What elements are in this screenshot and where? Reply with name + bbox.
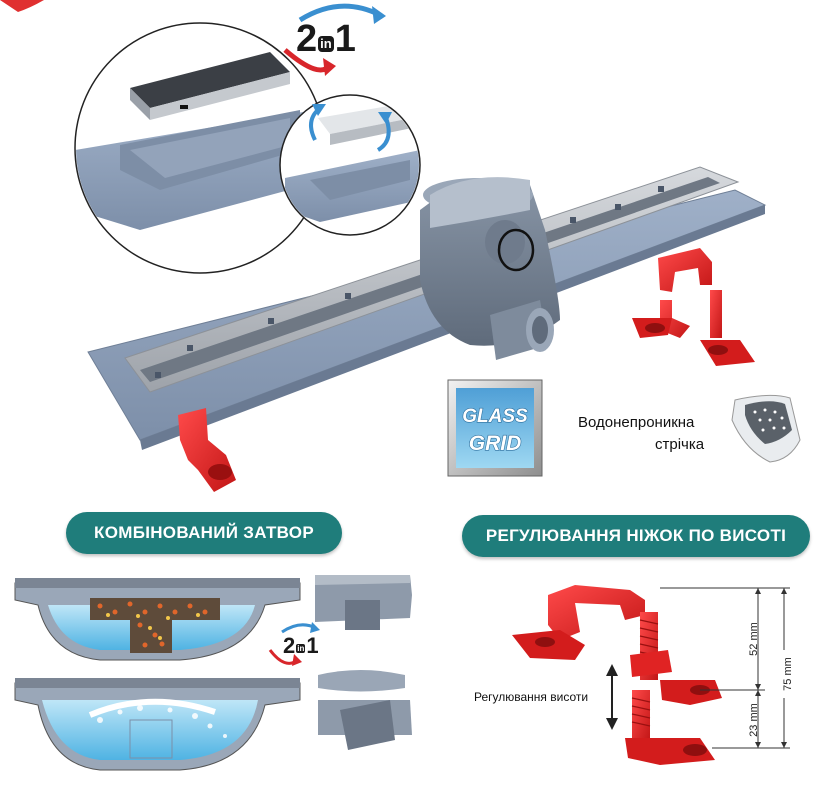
tape-label-line2: стрічка bbox=[655, 436, 705, 453]
zoom-circle-large bbox=[74, 22, 326, 274]
trap-side-view-open bbox=[318, 670, 412, 750]
two-in-one-badge bbox=[283, 3, 386, 76]
dimension-lines bbox=[660, 587, 790, 749]
section-combined-trap: КОМБІНОВАНИЙ ЗАТВОР bbox=[66, 512, 342, 554]
spare-leg-parts bbox=[632, 248, 755, 366]
adjustable-leg-diagram bbox=[512, 585, 722, 765]
corner-mark bbox=[0, 0, 44, 12]
zoom-circle-small bbox=[279, 94, 421, 236]
leg-support-left bbox=[178, 408, 236, 492]
dimension-52mm: 52 mm bbox=[748, 622, 760, 656]
badge-2in1-text: 2 in 1 bbox=[296, 18, 356, 58]
trap-cross-section-wet bbox=[14, 678, 301, 771]
waterproof-tape bbox=[731, 394, 801, 463]
badge-small-in: in bbox=[296, 644, 306, 653]
grid-word: GRID bbox=[469, 432, 522, 455]
badge-small-2: 2 bbox=[283, 633, 296, 658]
badge-2in1-text-small: 2 in 1 bbox=[283, 633, 319, 657]
glass-grid-logo bbox=[447, 379, 543, 477]
trap-cross-section-dry bbox=[14, 578, 301, 661]
badge-in: in bbox=[318, 36, 334, 52]
two-in-one-badge-small bbox=[268, 622, 320, 666]
badge-1: 1 bbox=[334, 18, 356, 60]
tape-label-line1: Водонепроникна bbox=[578, 414, 695, 431]
glass-word: GLASS bbox=[462, 406, 528, 427]
dimension-arrows bbox=[755, 588, 787, 748]
badge-small-1: 1 bbox=[306, 633, 319, 658]
dimension-23mm: 23 mm bbox=[748, 703, 760, 737]
section-leg-height: РЕГУЛЮВАННЯ НІЖОК ПО ВИСОТІ bbox=[462, 515, 810, 557]
trap-side-view-closed bbox=[315, 575, 412, 630]
badge-2: 2 bbox=[296, 18, 318, 60]
height-adjust-label: Регулювання висоти bbox=[474, 690, 589, 704]
dimension-75mm: 75 mm bbox=[782, 650, 794, 698]
glass-grid-text: GLASS GRID bbox=[462, 405, 529, 455]
linear-drain bbox=[87, 166, 767, 450]
